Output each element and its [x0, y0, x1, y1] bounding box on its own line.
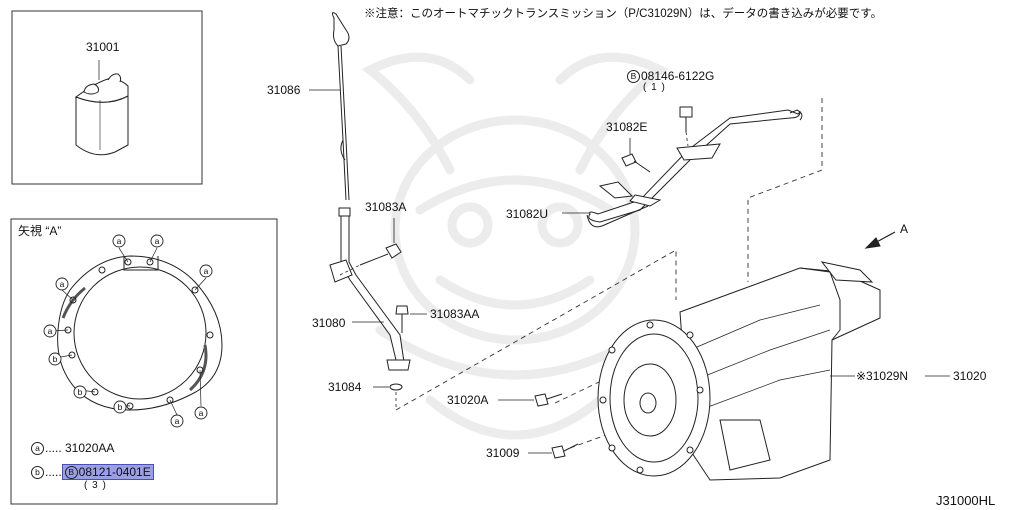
- dipstick-31086: [309, 12, 350, 201]
- marker-a: a: [48, 326, 53, 336]
- marker-b: b: [78, 387, 83, 397]
- part-label-31001: 31001: [86, 40, 120, 54]
- part-label-31083AA: 31083AA: [430, 307, 480, 321]
- b-marker-icon: b: [31, 466, 44, 479]
- filler-tube-31080: [329, 207, 411, 371]
- legend-b-qty: ( 3 ): [84, 480, 107, 491]
- tube-31082U: [562, 109, 803, 228]
- a-marker-icon: a: [31, 442, 44, 455]
- part-label-31020: 31020: [953, 369, 987, 383]
- bolt-08146-number: 08146-6122G: [641, 69, 715, 83]
- transmission-assembly: [597, 261, 881, 481]
- part-label-31080: 31080: [312, 316, 346, 330]
- view-arrow-a-icon: [864, 231, 896, 249]
- part-label-31082U: 31082U: [506, 207, 549, 221]
- marker-b: b: [118, 402, 123, 412]
- bolt-31083A: [339, 218, 402, 276]
- o-ring-31084: [373, 383, 403, 410]
- view-arrow-label: A: [900, 222, 909, 236]
- bolt-08146-qty: ( 1 ): [643, 82, 666, 93]
- b-marker-icon: B: [64, 466, 78, 479]
- bolt-31082E: [621, 138, 651, 173]
- part-label-31084: 31084: [328, 380, 362, 394]
- marker-a: a: [175, 416, 180, 426]
- marker-a: a: [60, 279, 65, 289]
- part-label-31086: 31086: [267, 83, 301, 97]
- inset-view-title: 矢視 “A”: [18, 224, 62, 238]
- inset-marker-labels: a a a a a b b b a a: [48, 236, 209, 426]
- bolt-31020A: [498, 393, 563, 407]
- legend-b-dots: .....: [45, 465, 62, 479]
- marker-a: a: [204, 266, 209, 276]
- part-label-31082E: 31082E: [606, 120, 648, 134]
- b-marker-icon: B: [627, 70, 640, 83]
- marker-a: a: [117, 236, 122, 246]
- fluid-can-box: [11, 10, 203, 185]
- fluid-can-icon: [74, 60, 129, 156]
- part-label-31020A: 31020A: [447, 393, 489, 407]
- part-label-31083A: 31083A: [365, 200, 407, 214]
- bolt-31009: [528, 443, 579, 459]
- part-label-31009: 31009: [486, 446, 520, 460]
- bolt-31083AA: [395, 305, 427, 333]
- bell-housing-view: [49, 247, 223, 416]
- diagram-code: J31000HL: [936, 493, 996, 508]
- marker-b: b: [53, 354, 58, 364]
- dashed-guides: [395, 98, 823, 449]
- inset-view-box: [10, 218, 278, 505]
- legend-a: a..... 31020AA: [31, 441, 114, 455]
- marker-a: a: [199, 408, 204, 418]
- part-label-31029N: ※31029N: [856, 369, 909, 383]
- legend-a-part: ..... 31020AA: [45, 441, 115, 455]
- marker-a: a: [155, 236, 160, 246]
- inset-markers: [43, 234, 213, 428]
- legend-b-part: 08121-0401E: [78, 465, 151, 479]
- bolt-08146: [679, 106, 693, 147]
- programming-note: ※注意：このオートマチックトランスミッション（P/C31029N）は、データの書…: [364, 8, 883, 20]
